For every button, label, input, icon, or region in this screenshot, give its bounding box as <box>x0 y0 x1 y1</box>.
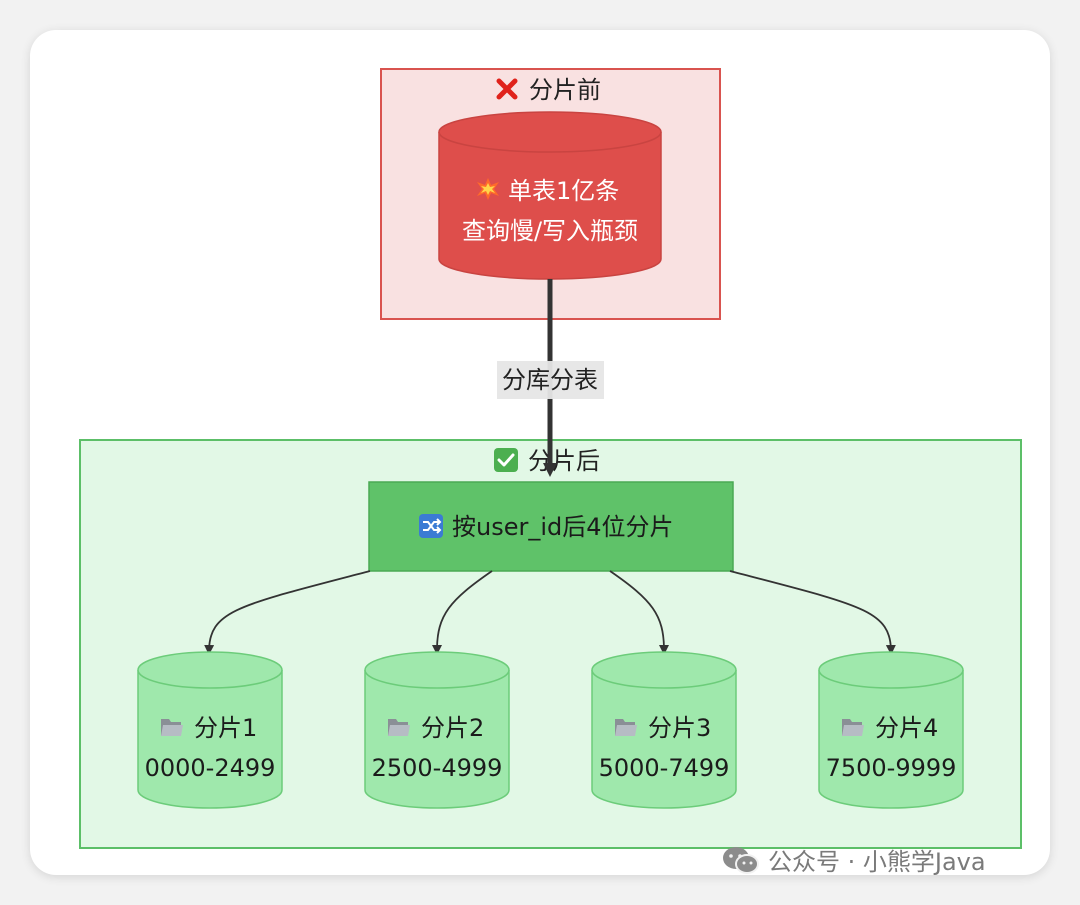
shard-3-name: 分片3 <box>648 714 711 742</box>
db-line1: 单表1亿条 <box>508 177 619 205</box>
edge-to-shard-4 <box>729 570 896 655</box>
after-title-label: 分片后 <box>528 447 600 475</box>
red-cross-icon <box>496 78 518 100</box>
shard-3[interactable]: 分片3 5000-7499 <box>591 651 737 809</box>
check-mark-button-icon <box>494 448 518 472</box>
big-table-database[interactable]: 单表1亿条 查询慢/写入瓶颈 <box>438 111 662 280</box>
shard-2-range: 2500-4999 <box>372 754 503 782</box>
folder-icon <box>615 719 637 736</box>
folder-icon <box>161 719 183 736</box>
shard-4-range: 7500-9999 <box>826 754 957 782</box>
edge-to-shard-3 <box>609 570 669 655</box>
diagram-canvas: 分片前 单表1亿条 查询慢/写入瓶颈 分片后 分库分表 <box>79 68 1022 849</box>
folder-icon <box>388 719 410 736</box>
shard-1-name: 分片1 <box>194 714 257 742</box>
shard-2-name: 分片2 <box>421 714 484 742</box>
shard-2[interactable]: 分片2 2500-4999 <box>364 651 510 809</box>
shard-1[interactable]: 分片1 0000-2499 <box>137 651 283 809</box>
edge-label-text: 分库分表 <box>502 366 598 394</box>
shard-4[interactable]: 分片4 7500-9999 <box>818 651 964 809</box>
before-title: 分片前 <box>496 76 601 104</box>
db-line2: 查询慢/写入瓶颈 <box>462 217 638 245</box>
shard-3-range: 5000-7499 <box>599 754 730 782</box>
shuffle-icon <box>419 514 443 538</box>
diagram-card: 分片前 单表1亿条 查询慢/写入瓶颈 分片后 分库分表 <box>30 30 1050 875</box>
edge-to-shard-1 <box>204 570 371 655</box>
wechat-icon <box>722 846 760 874</box>
watermark: 公众号 · 小熊学Java <box>722 842 986 877</box>
after-title: 分片后 <box>494 447 600 475</box>
router-node[interactable]: 按user_id后4位分片 <box>368 481 734 572</box>
watermark-text: 公众号 · 小熊学Java <box>768 848 986 876</box>
edge-label: 分库分表 <box>497 361 604 399</box>
collision-icon <box>477 178 499 200</box>
shard-1-range: 0000-2499 <box>145 754 276 782</box>
edge-to-shard-2 <box>432 570 493 655</box>
shard-4-name: 分片4 <box>875 714 938 742</box>
before-title-label: 分片前 <box>529 76 601 104</box>
folder-icon <box>842 719 864 736</box>
router-label: 按user_id后4位分片 <box>452 513 674 541</box>
